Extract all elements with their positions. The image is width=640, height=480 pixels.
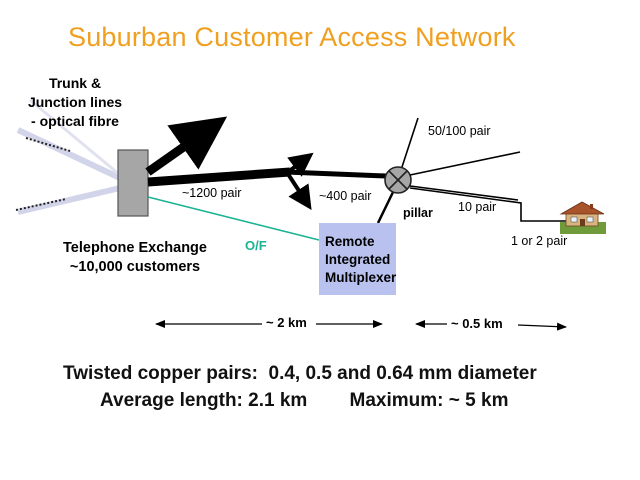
distribution-lines xyxy=(401,117,568,222)
footer-line-1: Twisted copper pairs: 0.4, 0.5 and 0.64 … xyxy=(63,363,537,384)
exchange-box xyxy=(117,149,149,217)
footer-line-2: Average length: 2.1 km Maximum: ~ 5 km xyxy=(100,390,509,411)
optical-fibre-trunk xyxy=(15,98,122,215)
rim-label: Remote Integrated Multiplexer xyxy=(325,233,420,287)
pillar-label: pillar xyxy=(403,206,433,220)
rim-label-line-2: Integrated xyxy=(325,252,391,267)
distance-label-05km: ~ 0.5 km xyxy=(451,316,503,331)
house-icon xyxy=(559,201,606,234)
pillar-cross-icon xyxy=(384,166,412,194)
exchange-label-line-2: ~10,000 customers xyxy=(69,259,201,275)
trunk-label-line-2: Junction lines xyxy=(27,94,123,110)
exchange-label: Telephone Exchange ~10,000 customers xyxy=(50,239,220,277)
trunk-label-line-3: - optical fibre xyxy=(31,113,119,129)
rim-box xyxy=(319,223,396,295)
optical-fibre-label: O/F xyxy=(245,238,267,253)
copper-cable-upper-branch xyxy=(145,116,228,176)
rim-to-pillar xyxy=(376,187,397,224)
main-cable-label: ~1200 pair xyxy=(182,186,242,200)
main-cable-1200-pair xyxy=(147,167,291,187)
rim-label-line-3: Multiplexer xyxy=(325,270,397,285)
trunk-label-line-1: Trunk & xyxy=(48,75,102,91)
branch-arrow-up xyxy=(286,152,314,177)
rim-label-line-1: Remote xyxy=(325,234,375,249)
final-drop-label: 1 or 2 pair xyxy=(511,234,568,248)
trunk-junction-label: Trunk & Junction lines - optical fibre xyxy=(10,74,140,131)
page-title: Suburban Customer Access Network xyxy=(68,22,516,52)
distribution-cable-label: 50/100 pair xyxy=(428,124,491,138)
branch-to-pillar xyxy=(285,169,387,179)
branch-arrow-down xyxy=(286,172,312,211)
exchange-label-line-1: Telephone Exchange xyxy=(63,240,207,256)
branch-cable-label: ~400 pair xyxy=(319,189,372,203)
optical-fibre-to-rim xyxy=(147,196,320,241)
distance-arrow-05km-right xyxy=(517,322,567,331)
drop-group-label: 10 pair xyxy=(458,200,497,214)
distance-label-2km: ~ 2 km xyxy=(266,315,307,330)
